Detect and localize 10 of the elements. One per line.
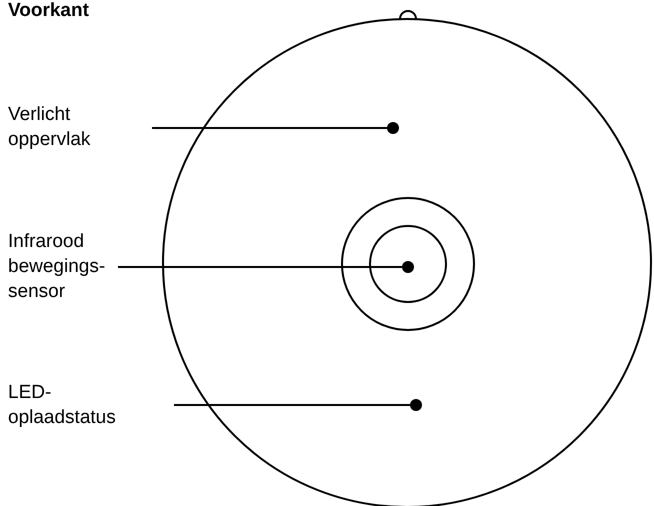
target-dot <box>402 261 414 273</box>
part-label: LED-oplaadstatus <box>8 380 138 430</box>
title: Voorkant <box>8 0 89 22</box>
target-dot <box>387 122 399 134</box>
leader-line <box>118 266 402 268</box>
leader-line <box>174 404 410 406</box>
part-label: Infrarood bewegings-sensor <box>8 229 118 304</box>
leader-line <box>152 127 387 129</box>
target-dot <box>410 399 422 411</box>
part-label: Verlicht oppervlak <box>8 102 138 152</box>
